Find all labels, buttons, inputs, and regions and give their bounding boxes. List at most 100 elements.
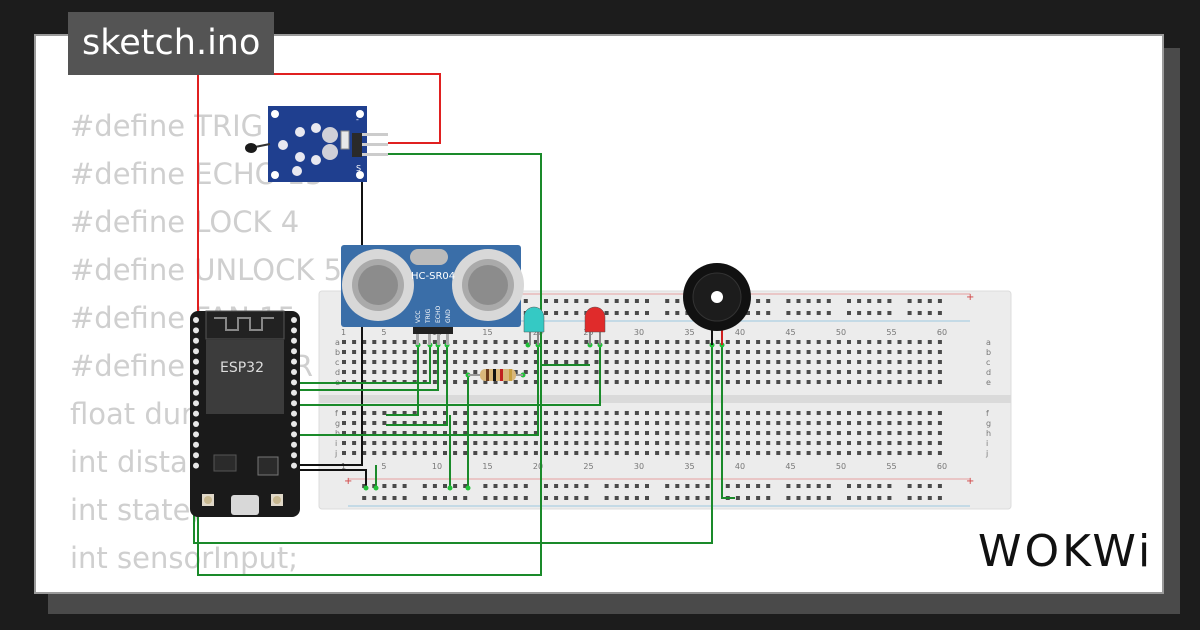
esp32-pin-left [193,431,199,438]
esp32-board[interactable]: ESP32 [190,310,300,517]
esp32-pin-left [193,452,199,459]
temp-pin-minus: - [356,115,359,124]
breadboard-column-number: 15 [482,462,492,471]
breadboard-column-number: 40 [735,328,745,337]
esp32-pin-left [193,462,199,469]
breadboard-column-number: 45 [785,328,795,337]
file-tab[interactable]: sketch.ino [68,12,275,75]
esp32-pin-left [193,337,199,344]
breadboard-row-letter: d [335,368,340,377]
esp32-pin-right [291,400,297,407]
breadboard-column-number: 20 [533,462,543,471]
breadboard-row-letter: i [335,439,337,448]
esp32-pin-right [291,317,297,323]
breadboard-row-letter: c [335,358,339,367]
pin-trig: TRIG [425,308,432,324]
breadboard-column-number: 5 [381,328,386,337]
breadboard-column-number: 55 [886,462,896,471]
code-line: #define UNLOCK 5 [70,253,343,287]
esp32-pin-left [193,358,199,365]
breadboard-column-number: 1 [341,328,346,337]
breadboard-row-letter: d [986,368,991,377]
esp32-pin-left [193,441,199,448]
breadboard-column-number: 25 [583,328,593,337]
led-cyan[interactable] [523,306,545,345]
breadboard-row-letter: j [334,449,337,458]
ultrasonic-label: HC-SR04 [411,271,455,282]
esp32-pin-left [193,379,199,386]
breadboard-row-letter: b [335,348,340,357]
breadboard-column-number: 60 [937,462,947,471]
esp32-pin-left [193,369,199,375]
temp-pin-s: S [356,164,361,173]
esp32-pin-left [193,400,199,407]
breadboard-row-letter: b [986,348,991,357]
code-line: int sensorInput; [70,541,298,575]
breadboard-column-number: 25 [583,462,593,471]
led-red[interactable] [584,306,606,345]
wire-vcc [386,345,419,416]
breadboard-row-letter: f [986,409,989,418]
pin-gnd: GND [445,309,452,323]
rail-plus-left: + [344,476,352,487]
breadboard-column-number: 30 [634,328,644,337]
breadboard-column-number: 30 [634,462,644,471]
breadboard-row-letter: i [986,439,988,448]
breadboard-column-number: 60 [937,328,947,337]
code-background: #define TRIG 0#define ECHO 15#define LOC… [70,102,359,592]
breadboard-column-number: 55 [886,328,896,337]
esp32-pin-right [291,389,297,396]
breadboard-column-number: 15 [482,328,492,337]
esp32-pin-right [291,452,297,459]
esp32-pin-right [291,441,297,448]
esp32-pin-right [291,431,297,438]
wire-trig [296,345,431,384]
breadboard-row-letter: e [986,378,991,387]
esp32-pin-left [193,410,199,417]
breadboard-row-letter: g [986,419,991,428]
breadboard-row-letter: a [335,338,340,347]
mcu-label: ESP32 [220,360,264,376]
pin-vcc: VCC [415,311,422,323]
resistor[interactable] [468,369,523,381]
breadboard-column-number: 10 [432,462,442,471]
esp32-pin-right [291,327,297,334]
temperature-sensor-module[interactable]: - S [245,106,388,182]
breadboard-column-number: 50 [836,328,846,337]
code-line: float [70,582,359,592]
ultrasonic-sensor[interactable]: HC-SR04 VCC TRIG ECHO GND [341,245,524,345]
breadboard-row-letter: j [985,449,988,458]
wire-power [197,73,441,335]
breadboard-row-letter: a [986,338,991,347]
wire-gnd [386,345,448,426]
breadboard-column-number: 45 [785,462,795,471]
esp32-pin-left [193,327,199,334]
breadboard-row-letter: f [335,409,338,418]
esp32-pin-right [291,369,297,375]
esp32-pin-left [193,389,199,396]
buzzer[interactable] [683,263,751,345]
breadboard-column-number: 35 [684,462,694,471]
esp32-pin-right [291,358,297,365]
esp32-pin-right [291,410,297,417]
wire-ground-bb [296,469,367,488]
rail-plus-top: + [966,292,974,303]
esp32-pin-right [291,348,297,355]
esp32-pin-right [291,337,297,344]
esp32-pin-left [193,421,199,427]
breadboard-column-number: 5 [381,462,386,471]
wire-led-cyan [296,345,539,436]
wire-echo [296,345,439,391]
wire-buzzer-gnd [721,345,735,499]
breadboard-column-number: 50 [836,462,846,471]
esp32-pin-left [193,348,199,355]
wire-led-red [296,345,601,406]
wokwi-logo: WOKWi [978,526,1154,577]
breadboard-column-number: 35 [684,328,694,337]
rail-plus-bottom: + [966,476,974,487]
esp32-pin-left [193,317,199,323]
breadboard-column-number: 40 [735,462,745,471]
esp32-pin-right [291,421,297,427]
breadboard-row-letter: g [335,419,340,428]
